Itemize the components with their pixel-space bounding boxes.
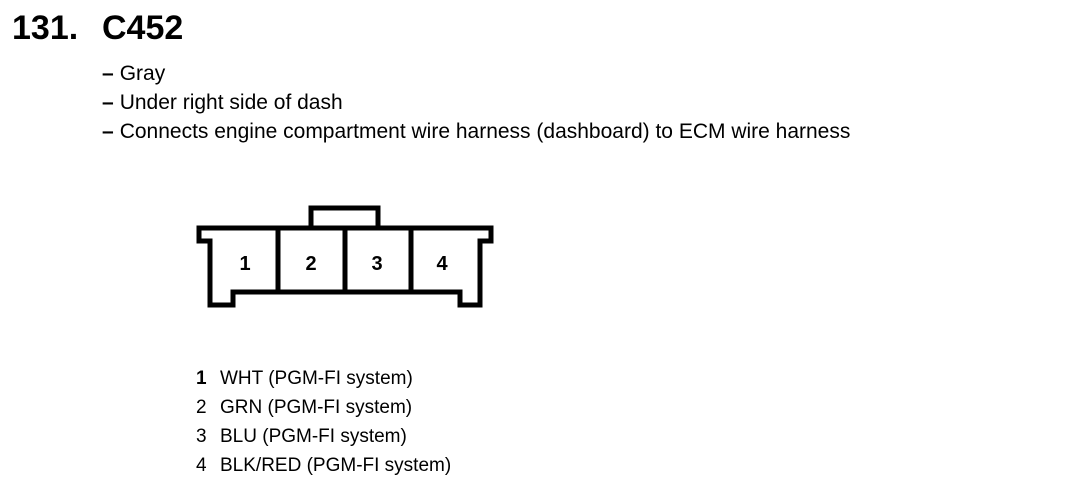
detail-bullet: – [102, 62, 114, 85]
pin-item: 2 GRN (PGM-FI system) [196, 393, 451, 422]
connector-lock-tab [308, 205, 381, 231]
detail-text: Connects engine compartment wire harness… [119, 120, 851, 143]
pin-description: BLU (PGM-FI system) [220, 426, 407, 447]
connector-title: 131. C452 [12, 8, 183, 48]
cavity-label-1: 1 [239, 253, 250, 275]
pin-item: 1 WHT (PGM-FI system) [196, 364, 451, 393]
connector-housing [196, 225, 494, 308]
detail-bullet: – [102, 91, 114, 114]
detail-bullet: – [102, 120, 114, 143]
pin-number: 3 [196, 426, 207, 447]
connector-diagram: 1 2 3 4 [196, 205, 494, 308]
connector-id: C452 [102, 9, 184, 47]
detail-text: Gray [119, 62, 166, 85]
pin-description: WHT (PGM-FI system) [220, 368, 413, 389]
pin-item: 3 BLU (PGM-FI system) [196, 422, 451, 451]
cavity-label-4: 4 [436, 253, 448, 275]
connector-details: –Gray –Under right side of dash –Connect… [102, 59, 850, 146]
pin-number: 2 [196, 397, 207, 418]
pin-description: BLK/RED (PGM-FI system) [220, 455, 452, 476]
cavity-label-3: 3 [371, 253, 382, 275]
cavity-label-2: 2 [305, 253, 316, 275]
pin-number: 1 [196, 368, 207, 389]
connector-number: 131. [12, 9, 79, 47]
pin-list: 1 WHT (PGM-FI system) 2 GRN (PGM-FI system… [196, 364, 451, 480]
pin-item: 4 BLK/RED (PGM-FI system) [196, 451, 451, 480]
pin-number: 4 [196, 455, 207, 476]
detail-color: –Gray [102, 59, 850, 88]
detail-text: Under right side of dash [119, 91, 343, 114]
detail-connects: –Connects engine compartment wire harnes… [102, 117, 850, 146]
detail-location: –Under right side of dash [102, 88, 850, 117]
pin-description: GRN (PGM-FI system) [220, 397, 413, 418]
